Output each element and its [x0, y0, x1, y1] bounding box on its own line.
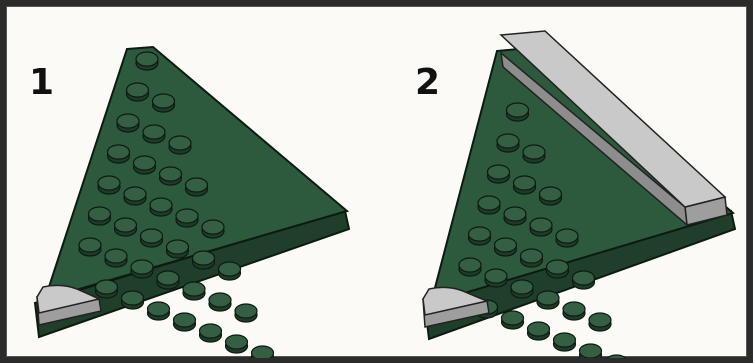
stud-top [511, 280, 533, 294]
stud-top [497, 134, 519, 148]
stud-top [115, 218, 137, 232]
stud-top [521, 249, 543, 263]
stud-top [554, 333, 576, 347]
stud-top [160, 167, 182, 181]
stud-top [485, 269, 507, 283]
stud-top [252, 346, 274, 358]
stud-top [153, 94, 175, 108]
step-1: 1 [7, 7, 379, 358]
stud-top [459, 258, 481, 272]
stud-top [131, 260, 153, 274]
stud-top [504, 207, 526, 221]
stud-top [124, 187, 146, 201]
instruction-panel: 1 2 [6, 6, 747, 357]
stud-top [537, 291, 559, 305]
stud-top [169, 136, 191, 150]
stud-top [174, 313, 196, 327]
stud-top [108, 145, 130, 159]
stud-top [502, 311, 524, 325]
stud-top [157, 271, 179, 285]
stud-top [127, 83, 149, 97]
stud-top [150, 198, 172, 212]
stud-top [528, 322, 550, 336]
stud-top [202, 220, 224, 234]
stud-top [105, 249, 127, 263]
stud-top [573, 271, 595, 285]
stud-top [523, 145, 545, 159]
stud-top [141, 229, 163, 243]
stud-top [556, 229, 578, 243]
step-1-illustration [7, 7, 379, 358]
stud-top [589, 313, 611, 327]
stud-top [469, 227, 491, 241]
stud-top [122, 291, 144, 305]
step-2: 2 [379, 7, 748, 358]
stud-top [580, 344, 602, 358]
stud-top [134, 156, 156, 170]
step-2-illustration [379, 7, 748, 358]
stud-top [117, 114, 139, 128]
stud-top [183, 282, 205, 296]
stud-top [606, 355, 628, 358]
stud-top [219, 262, 241, 276]
stud-top [226, 335, 248, 349]
stud-top [143, 125, 165, 139]
stud-top [547, 260, 569, 274]
stud-top [167, 240, 189, 254]
stud-top [96, 280, 118, 294]
stud-top [176, 209, 198, 223]
stud-top [200, 324, 222, 338]
stud-top [209, 293, 231, 307]
stud-top [79, 238, 101, 252]
stud-top [235, 304, 257, 318]
stud-top [136, 52, 158, 66]
stud-top [514, 176, 536, 190]
stud-top [193, 251, 215, 265]
stud-top [186, 178, 208, 192]
stud-top [495, 238, 517, 252]
stud-top [98, 176, 120, 190]
stud-top [478, 196, 500, 210]
stud-top [530, 218, 552, 232]
stud-top [148, 302, 170, 316]
stud-top [89, 207, 111, 221]
stud-top [507, 103, 529, 117]
stud-top [488, 165, 510, 179]
stud-top [540, 187, 562, 201]
stud-top [563, 302, 585, 316]
